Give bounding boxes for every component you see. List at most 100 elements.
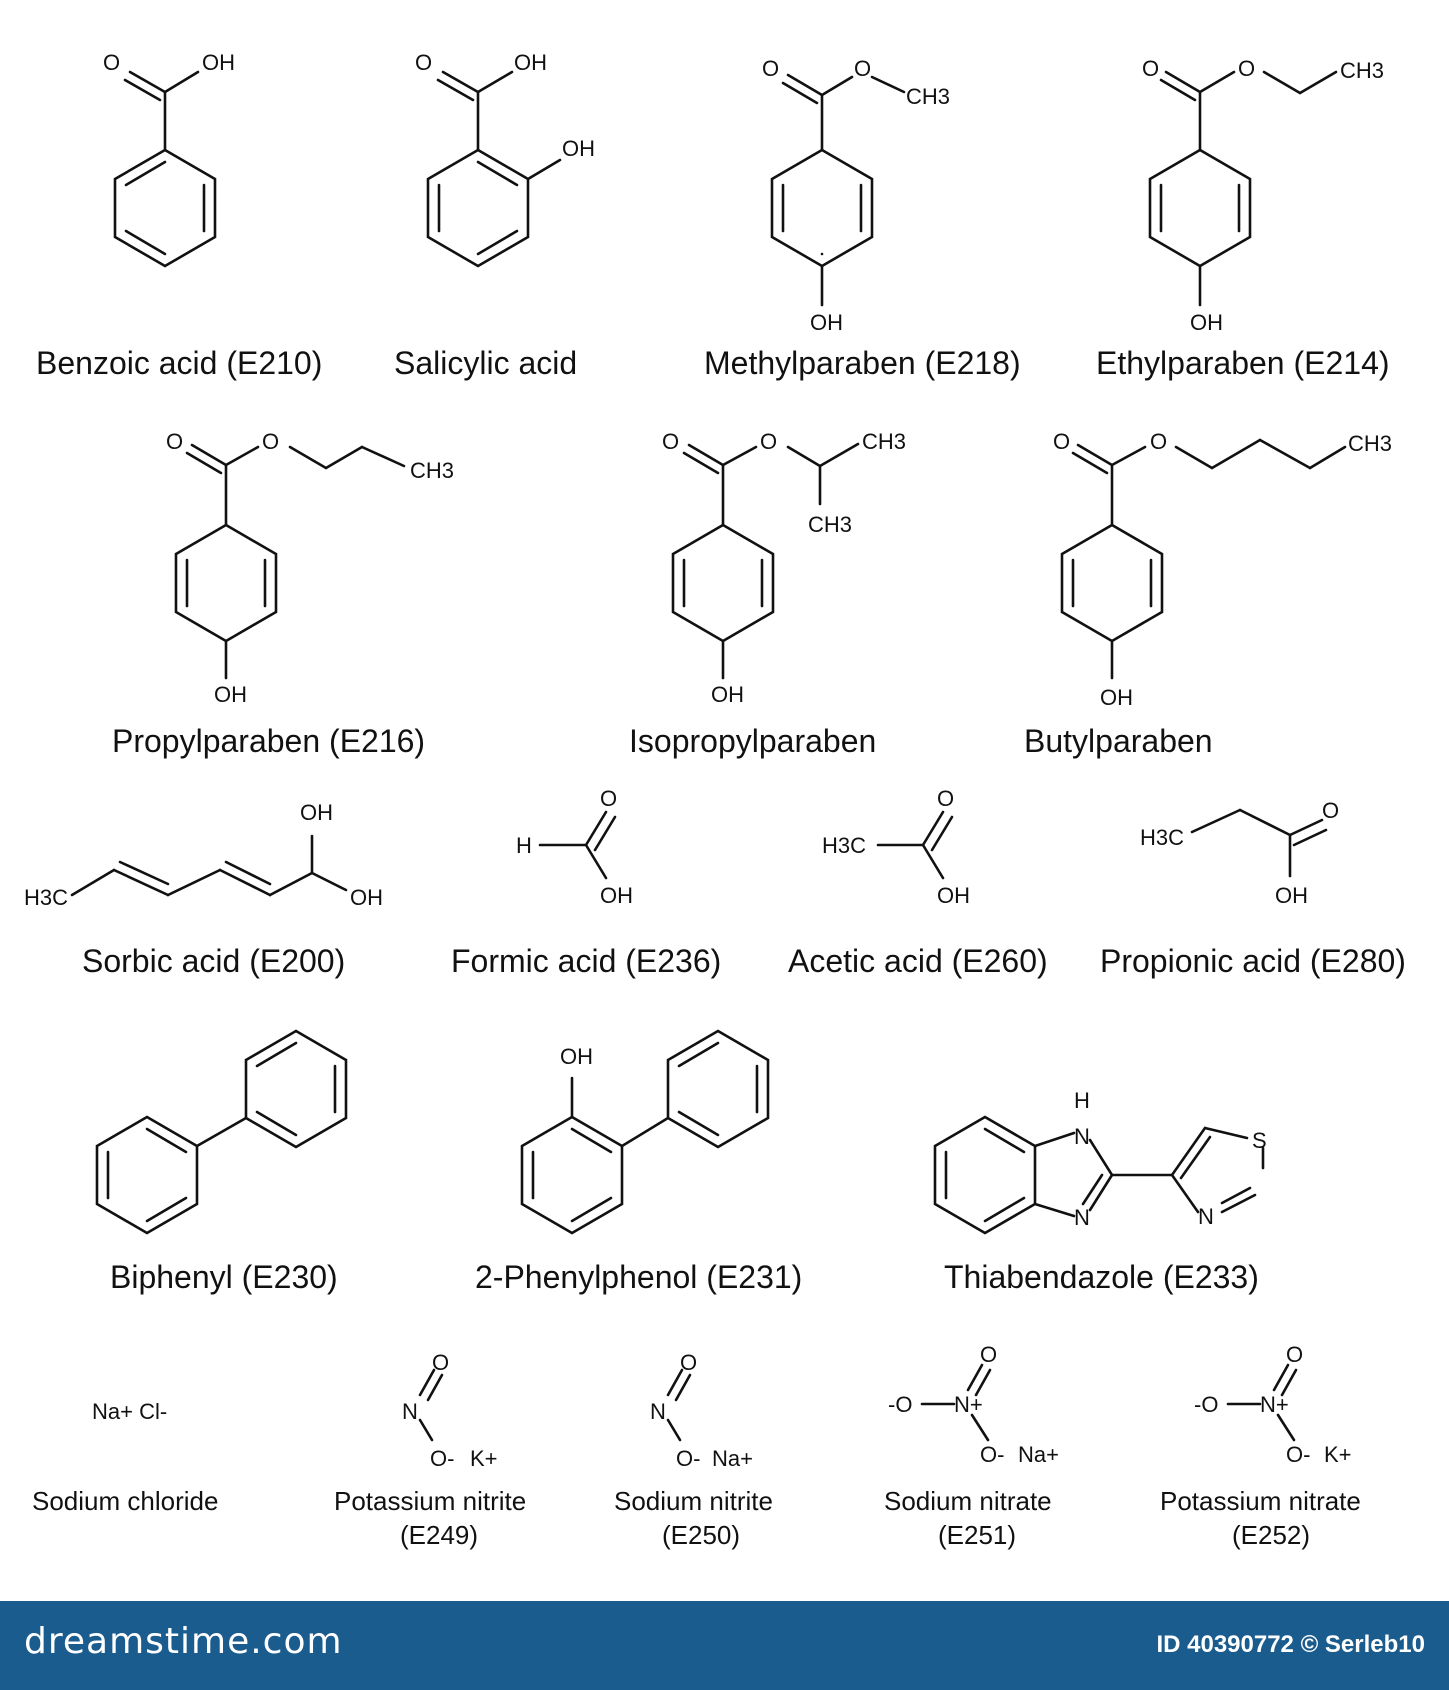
atom-label: Na+ <box>1018 1442 1059 1467</box>
atom-label: O- <box>676 1446 700 1471</box>
atom-label: OH <box>350 885 383 910</box>
compound-name-propylparaben: Propylparaben (E216) <box>112 723 425 759</box>
compound-name-benzoic-acid: Benzoic acid (E210) <box>36 345 322 381</box>
compound-code-sodium-nitrite: (E250) <box>662 1520 740 1550</box>
atom-label: N+ <box>1260 1392 1289 1417</box>
atom-label: OH <box>810 310 843 335</box>
atom-label: OH <box>560 1044 593 1069</box>
compound-name-2-phenylphenol: 2-Phenylphenol (E231) <box>475 1259 802 1295</box>
compound-name-thiabendazole: Thiabendazole (E233) <box>944 1259 1259 1295</box>
atom-label: OH <box>937 883 970 908</box>
acetic-acid-structure: H3C O OH <box>822 786 970 908</box>
atom-label: CH3 <box>410 458 454 483</box>
isopropylparaben-structure: O O CH3 CH3 OH <box>662 429 906 707</box>
atom-label: O <box>1142 56 1159 81</box>
atom-label: OH <box>514 50 547 75</box>
atom-label: N <box>1074 1124 1090 1149</box>
atom-label: H <box>516 833 532 858</box>
atom-label: O <box>166 429 183 454</box>
image-id-credit: ID 40390772 © Serleb10 <box>1156 1631 1425 1658</box>
atom-label: O <box>980 1342 997 1367</box>
dreamstime-logo[interactable]: dreamstime.com <box>24 1621 343 1662</box>
biphenyl-structure <box>95 1029 348 1235</box>
atom-label: N <box>1074 1205 1090 1230</box>
atom-label: OH <box>562 136 595 161</box>
atom-label: O <box>600 786 617 811</box>
compound-name-salicylic-acid: Salicylic acid <box>394 345 577 381</box>
atom-label: S <box>1252 1128 1267 1153</box>
atom-label: O <box>103 50 120 75</box>
atom-label: OH <box>214 682 247 707</box>
compound-name-sodium-nitrate: Sodium nitrate <box>884 1486 1052 1516</box>
atom-label: O <box>432 1350 449 1375</box>
benzoic-acid-structure: O OH <box>103 50 235 268</box>
atom-label: OH <box>1100 685 1133 710</box>
compound-code-potassium-nitrite: (E249) <box>400 1520 478 1550</box>
atom-label: O <box>662 429 679 454</box>
atom-label: O <box>1286 1342 1303 1367</box>
atom-label: O- <box>430 1446 454 1471</box>
atom-label: N <box>650 1399 666 1424</box>
compound-name-methylparaben: Methylparaben (E218) <box>704 345 1021 381</box>
sorbic-acid-structure: H3C OH OH <box>24 800 383 910</box>
thiabendazole-structure: H N N S N <box>933 1088 1267 1235</box>
atom-label: OH <box>1275 883 1308 908</box>
compound-name-propionic-acid: Propionic acid (E280) <box>1100 943 1406 979</box>
atom-label: K+ <box>470 1446 498 1471</box>
compound-name-biphenyl: Biphenyl (E230) <box>110 1259 338 1295</box>
watermark-banner: dreamstime.com ID 40390772 © Serleb10 <box>0 1601 1449 1690</box>
compound-name-acetic-acid: Acetic acid (E260) <box>788 943 1048 979</box>
atom-label: CH3 <box>1348 431 1392 456</box>
atom-label: O <box>937 786 954 811</box>
compound-name-ethylparaben: Ethylparaben (E214) <box>1096 345 1390 381</box>
atom-label: OH <box>600 883 633 908</box>
potassium-nitrate-structure: -O N+ O O- K+ <box>1194 1342 1352 1467</box>
atom-label: CH3 <box>906 84 950 109</box>
atom-label: N <box>1198 1204 1214 1229</box>
methylparaben-structure: O O CH3 OH <box>762 56 950 335</box>
propylparaben-structure: O O CH3 OH <box>166 429 454 707</box>
atom-label: N+ <box>954 1392 983 1417</box>
atom-label: CH3 <box>808 512 852 537</box>
compound-code-potassium-nitrate: (E252) <box>1232 1520 1310 1550</box>
potassium-nitrite-structure: N O O- K+ <box>402 1350 498 1471</box>
atom-label: Na+ <box>712 1446 753 1471</box>
compound-name-potassium-nitrate: Potassium nitrate <box>1160 1486 1361 1516</box>
atom-label: OH <box>711 682 744 707</box>
compound-name-butylparaben: Butylparaben <box>1024 723 1213 759</box>
atom-label: OH <box>202 50 235 75</box>
compound-name-sodium-nitrite: Sodium nitrite <box>614 1486 773 1516</box>
compound-name-sorbic-acid: Sorbic acid (E200) <box>82 943 345 979</box>
2-phenylphenol-structure: OH <box>520 1029 770 1235</box>
compound-code-sodium-nitrate: (E251) <box>938 1520 1016 1550</box>
compound-name-potassium-nitrite: Potassium nitrite <box>334 1486 526 1516</box>
atom-label: -O <box>888 1392 912 1417</box>
atom-label: CH3 <box>1340 58 1384 83</box>
sodium-nitrate-structure: -O N+ O O- Na+ <box>888 1342 1059 1467</box>
atom-label: O <box>1150 429 1167 454</box>
atom-label: O <box>760 429 777 454</box>
atom-label: OH <box>1190 310 1223 335</box>
atom-label: H3C <box>822 833 866 858</box>
atom-label: O <box>262 429 279 454</box>
atom-label: H <box>1074 1088 1090 1113</box>
atom-label: O- <box>980 1442 1004 1467</box>
salicylic-acid-structure: O OH OH <box>415 50 595 268</box>
sodium-nitrite-structure: N O O- Na+ <box>650 1350 753 1471</box>
propionic-acid-structure: H3C O OH <box>1140 798 1339 908</box>
atom-label: -O <box>1194 1392 1218 1417</box>
atom-label: O <box>854 56 871 81</box>
atom-label: O <box>1053 429 1070 454</box>
atom-label: O <box>762 56 779 81</box>
atom-label: H3C <box>24 885 68 910</box>
atom-label: K+ <box>1324 1442 1352 1467</box>
atom-label: O <box>1322 798 1339 823</box>
ethylparaben-structure: O O CH3 OH <box>1142 56 1384 335</box>
butylparaben-structure: O O CH3 OH <box>1053 429 1392 710</box>
formula-sodium-chloride: Na+ Cl- <box>92 1399 167 1424</box>
atom-label: CH3 <box>862 429 906 454</box>
atom-label: N <box>402 1399 418 1424</box>
formic-acid-structure: H O OH <box>516 786 633 908</box>
atom-label: O <box>680 1350 697 1375</box>
atom-label: OH <box>300 800 333 825</box>
